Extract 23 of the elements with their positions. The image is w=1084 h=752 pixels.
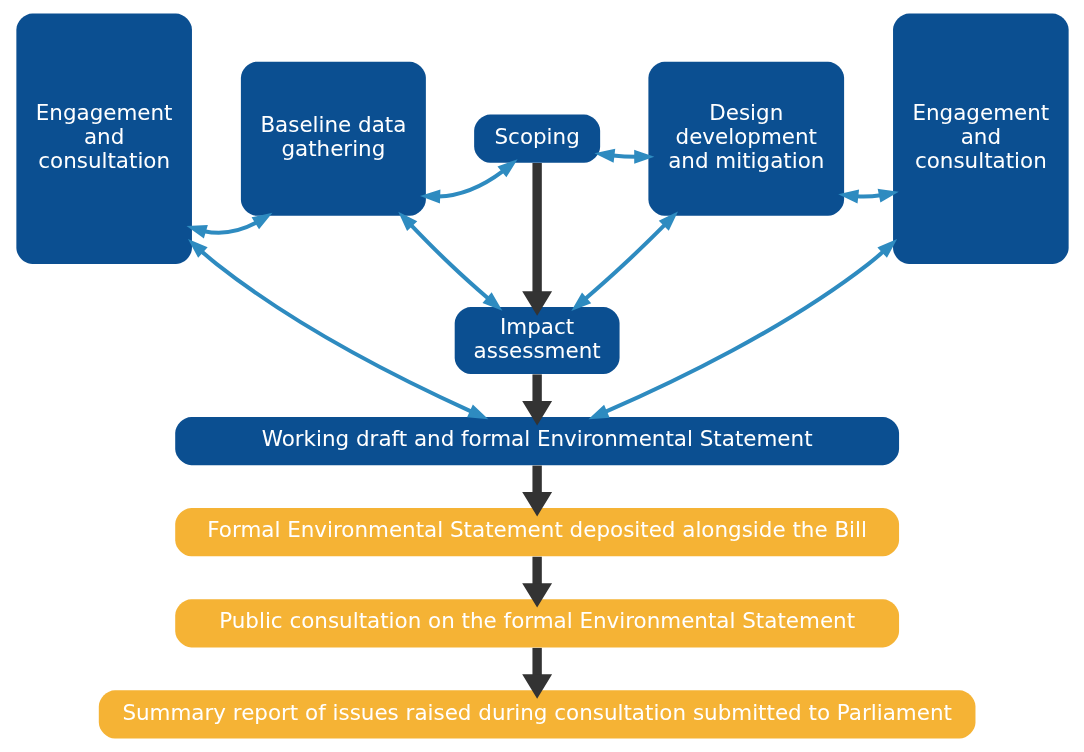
node-box: Public consultation on the formal Environmental Statement bbox=[174, 599, 899, 648]
node-box: Formal Environmental Statement deposited alongside the Bill bbox=[174, 508, 899, 557]
arrow bbox=[521, 374, 552, 426]
arrow bbox=[570, 211, 678, 311]
node-box: Engagement and consultation bbox=[15, 13, 192, 265]
node-box: Baseline data gathering bbox=[240, 61, 426, 216]
arrow bbox=[837, 188, 899, 204]
arrow bbox=[521, 162, 552, 316]
node-box: Design development and mitigation bbox=[647, 61, 844, 216]
arrow bbox=[521, 556, 552, 608]
arrow bbox=[521, 647, 552, 699]
arrow bbox=[186, 212, 272, 239]
node-box: Engagement and consultation bbox=[892, 13, 1069, 265]
arrow bbox=[521, 465, 552, 517]
arrow bbox=[419, 159, 518, 204]
node-box: Working draft and formal Environmental Statement bbox=[174, 416, 899, 466]
arrow bbox=[587, 239, 897, 420]
arrow bbox=[397, 211, 502, 311]
arrow bbox=[187, 238, 488, 420]
node-box: Impact assessment bbox=[454, 306, 620, 374]
arrow bbox=[593, 148, 654, 164]
node-box: Scoping bbox=[473, 114, 600, 163]
node-box: Summary report of issues raised during consultation submitted to Parliament bbox=[98, 690, 975, 739]
